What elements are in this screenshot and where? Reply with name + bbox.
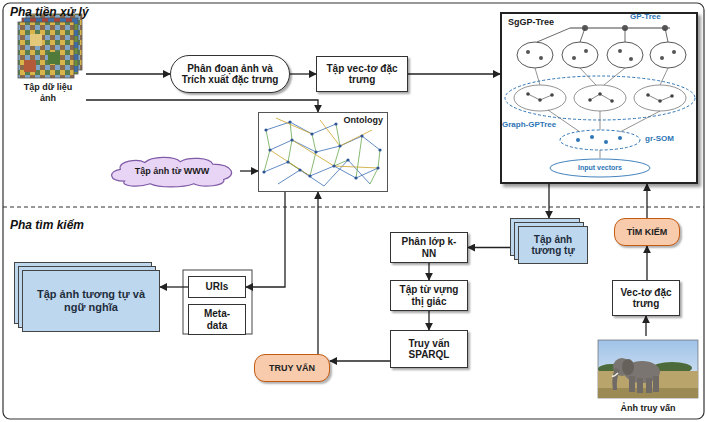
flow-arrow [408,73,500,74]
node-label: TÌM KIẾM [627,227,668,237]
node-label: URIs [206,281,229,293]
result-container [183,270,252,334]
part-name: Graph-GPTree [502,121,556,130]
flow-arrow [468,247,510,248]
node-label: Ontology [344,115,384,125]
node-label: Ảnh truy vấn [620,403,675,413]
flow-arrow [240,170,258,171]
sggp-tree-illustration [505,25,695,177]
flow-arrow [246,192,285,287]
flow-arrow [160,286,188,287]
flow-arrow [86,100,318,112]
flow-arrow [290,73,316,74]
flow-arrow [86,73,170,74]
web-cloud: Tập ảnh từ WWW [104,154,240,188]
process-box: Vec-tơ đặc trưng [612,280,680,316]
process-box: Tập vec-tơ đặc trưng [316,56,408,92]
flow-arrow [428,263,429,280]
process-box: Tập từ vựng thị giác [390,280,468,311]
flow-arrow [428,311,429,330]
node-label: TRUY VẤN [269,363,315,373]
result-stack: Tập ảnh tương tự và ngữ nghĩa [22,270,160,332]
node-label: Phân đoạn ảnh và Trích xuất đặc trưng [176,63,284,86]
ontology-graph [262,118,381,186]
node-label: Tập ảnh từ WWW [135,166,210,176]
flow-arrow [317,192,318,354]
process-pill: Phân đoạn ảnh và Trích xuất đặc trưng [170,55,290,93]
action-badge: TÌM KIẾM [614,218,680,246]
image-stack: Tập ảnh tương tự [518,226,588,264]
phase-divider [3,207,704,208]
node-label: Truy vấn SPARQL [396,338,462,361]
outer-frame [3,3,704,419]
flow-arrow [645,316,646,336]
part-name: GP-Tree [630,13,661,22]
flow-arrow [646,184,647,218]
action-badge: TRUY VẤN [254,354,330,382]
result-item: Meta-data [188,304,246,335]
dataset-images: Tập dữ liệu ảnh [10,14,86,106]
part-name: gr-SOM [645,135,674,144]
image-dataset-stack [18,14,82,78]
node-label: Meta-data [194,308,240,331]
flow-arrow [646,246,647,280]
index-tree-panel: SgGP-Tree [500,12,698,184]
node-label: Phân lớp k-NN [396,236,462,259]
query-image: Ảnh truy vấn [594,336,702,416]
process-box: Truy vấn SPARQL [390,330,468,368]
process-box: Phân lớp k-NN [390,232,468,263]
flow-arrow [330,360,390,361]
query-image-elephant [598,340,698,398]
flow-arrow [548,184,549,218]
node-label: Tập ảnh tương tự [524,234,582,257]
node-label: Tập từ vựng thị giác [396,284,462,307]
node-label: Tập vec-tơ đặc trưng [322,63,402,86]
node-label: Vec-tơ đặc trưng [618,287,674,310]
part-name: Input vectors [578,164,622,172]
node-label: Tập dữ liệu ảnh [15,82,81,103]
phase-title: Pha tiền xử lý [10,6,89,19]
node-label: SgGP-Tree [508,17,554,27]
node-label: Tập ảnh tương tự và ngữ nghĩa [28,288,154,313]
ontology-box: Ontology [258,112,388,192]
result-item: URIs [188,276,246,298]
phase-title: Pha tìm kiếm [10,219,84,232]
